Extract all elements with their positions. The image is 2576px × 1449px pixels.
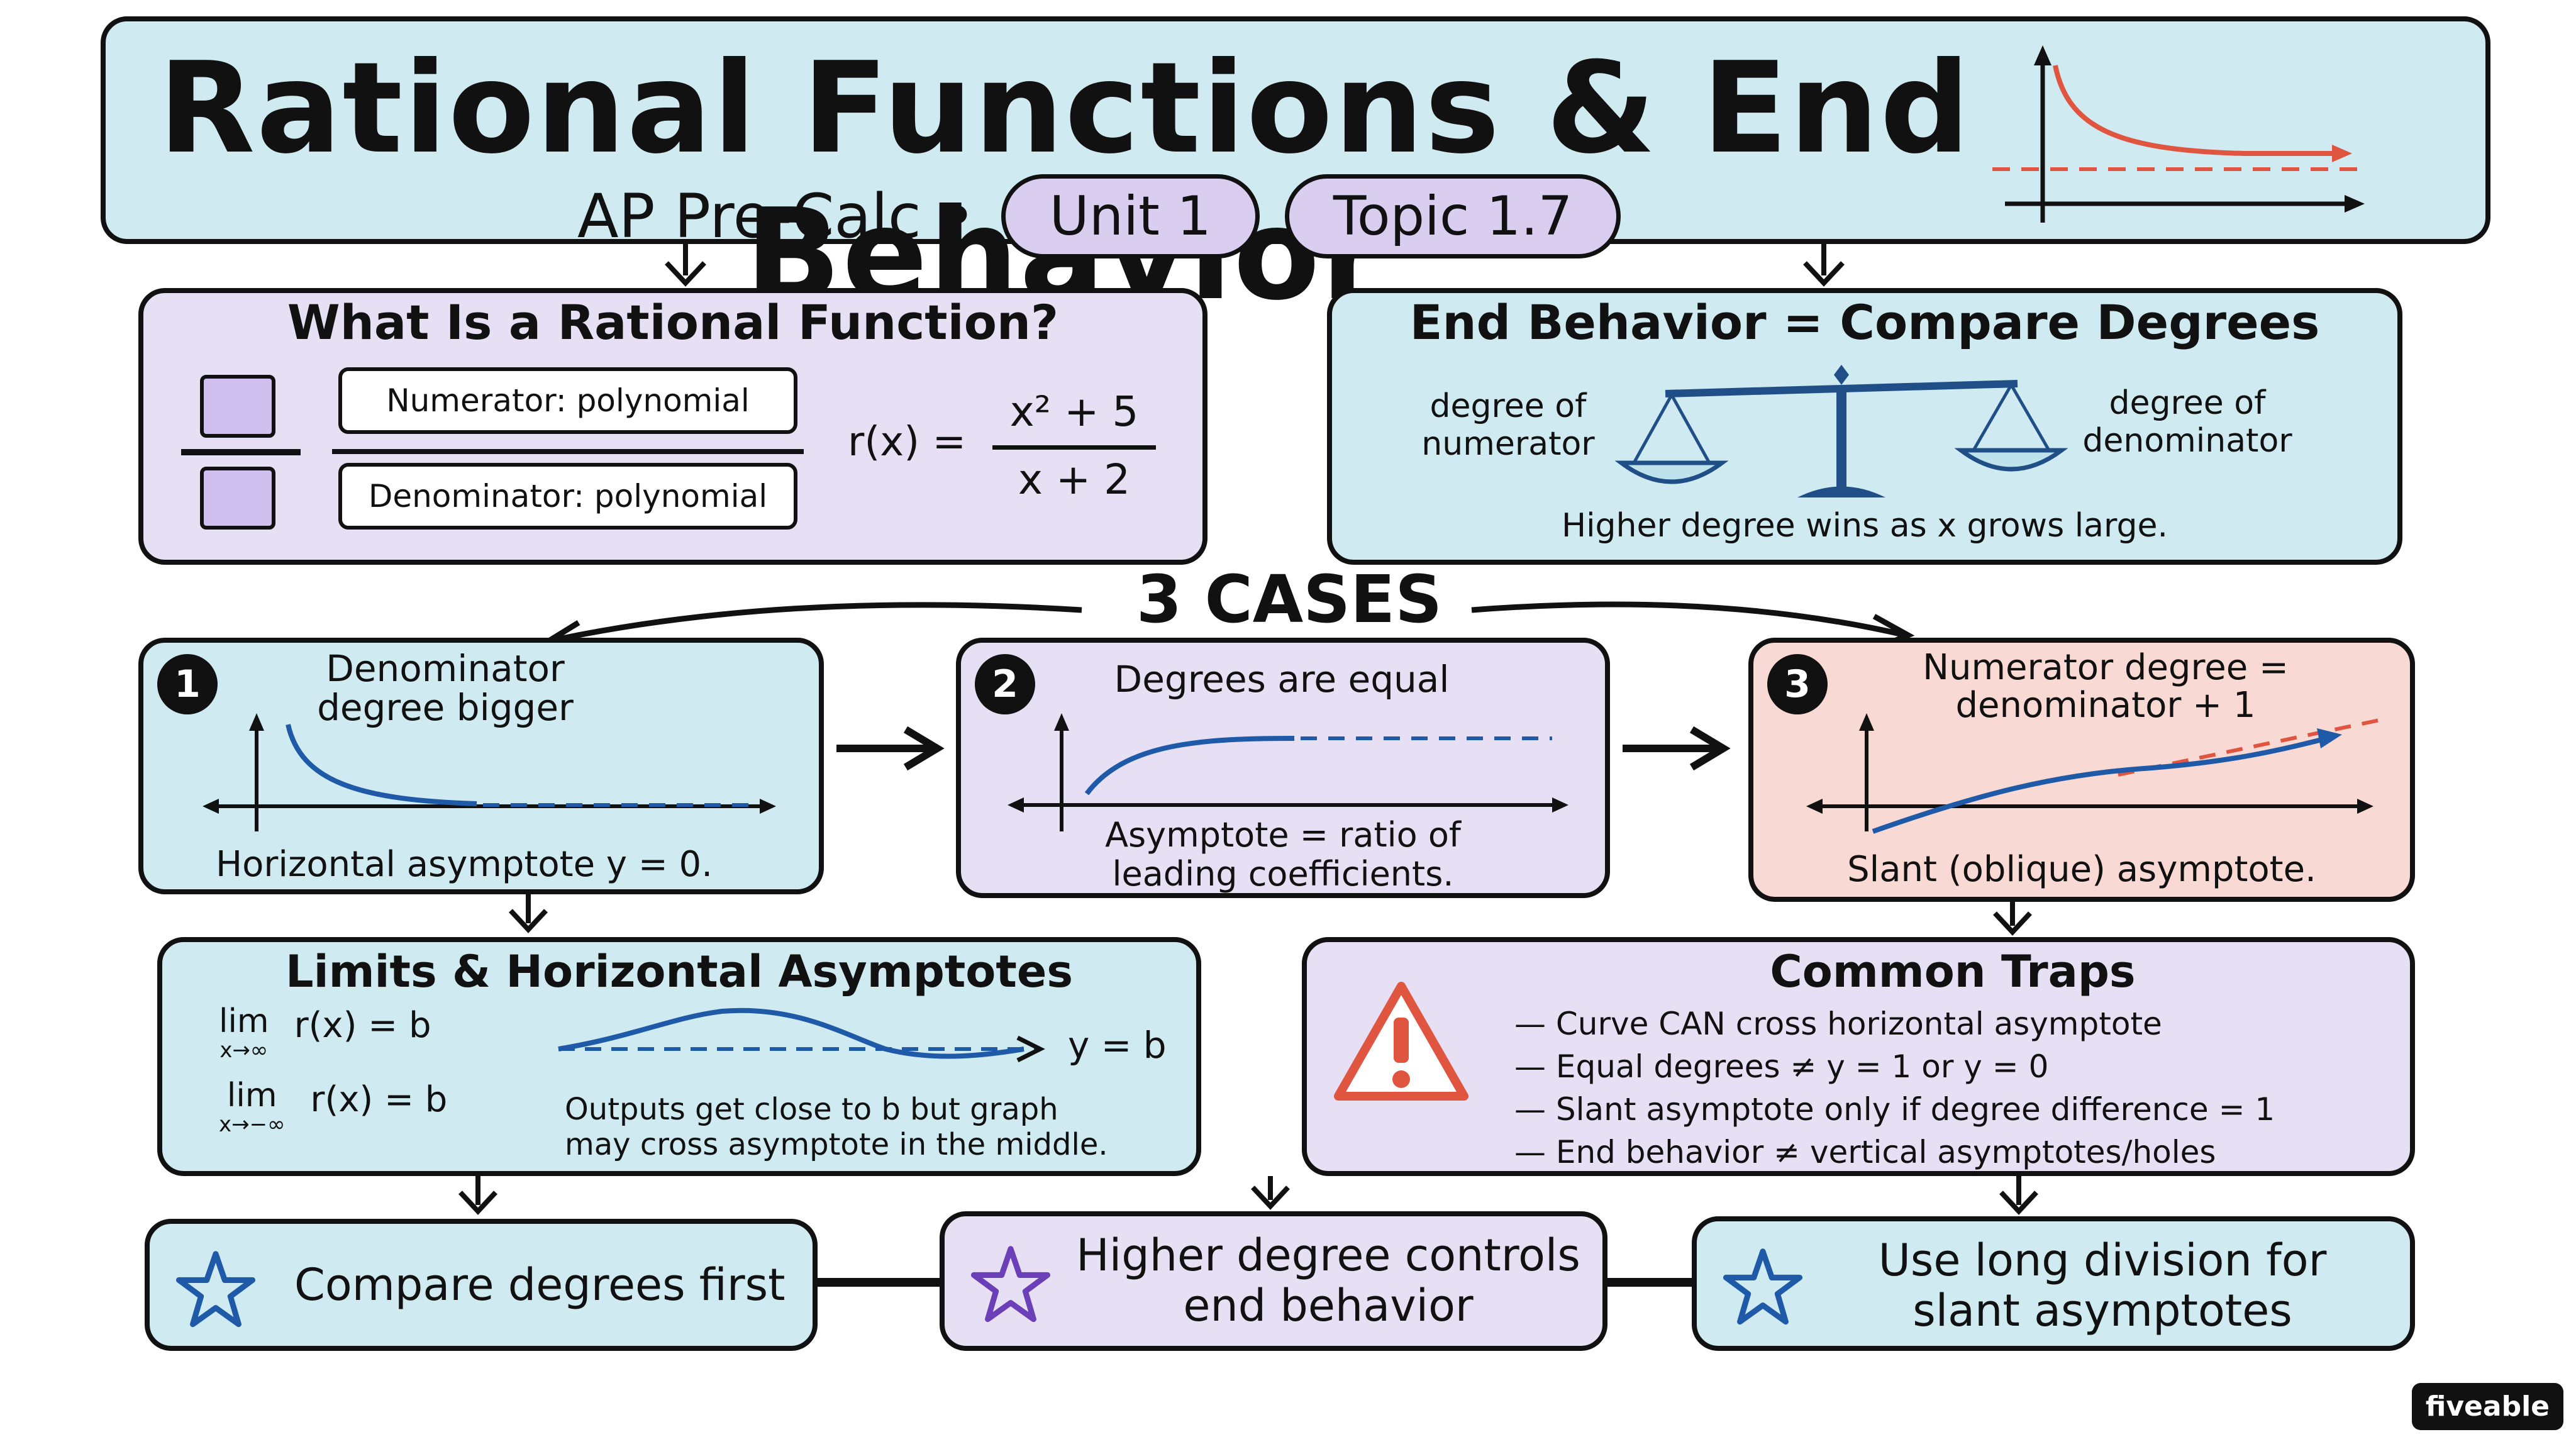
arrow-limits-down bbox=[458, 1176, 497, 1215]
limits-caption: Outputs get close to b but graph may cro… bbox=[565, 1092, 1108, 1162]
arrow-case1-to-case2 bbox=[836, 726, 945, 771]
what-is-title: What Is a Rational Function? bbox=[287, 294, 1059, 350]
limits-title: Limits & Horizontal Asymptotes bbox=[285, 946, 1074, 997]
header-graph-icon bbox=[1992, 45, 2365, 223]
case-2-box: 2 Degrees are equal Asymptote = ratio of… bbox=[956, 638, 1610, 898]
case-3-title: Numerator degree = denominator + 1 bbox=[1841, 649, 2370, 724]
traps-box: Common Traps — Curve CAN cross horizonta… bbox=[1302, 937, 2415, 1176]
numerator-square-icon bbox=[200, 375, 275, 438]
trap-item: — Equal degrees ≠ y = 1 or y = 0 bbox=[1514, 1048, 2049, 1085]
limit-neg-expr: r(x) = b bbox=[310, 1079, 448, 1120]
case-1-graph bbox=[203, 713, 776, 831]
case-1-badge: 1 bbox=[157, 654, 218, 714]
topic-pill: Topic 1.7 bbox=[1284, 174, 1621, 258]
right-pan-label-line2: denominator bbox=[2082, 422, 2292, 460]
course-subtitle: AP Pre-Calc • Unit 1 Topic 1.7 bbox=[577, 172, 1621, 260]
limits-box: Limits & Horizontal Asymptotes lim x→∞ r… bbox=[157, 937, 1201, 1176]
case-2-title-line1: Degrees are equal bbox=[1114, 658, 1450, 701]
summary-division-line2: slant asymptotes bbox=[1913, 1285, 2292, 1336]
traps-title: Common Traps bbox=[1770, 946, 2136, 997]
star-icon bbox=[970, 1246, 1051, 1323]
label-divider bbox=[332, 449, 804, 454]
limit-pos-expr: r(x) = b bbox=[294, 1005, 431, 1046]
case-3-title-line2: denominator + 1 bbox=[1955, 685, 2256, 726]
limits-y-label: y = b bbox=[1068, 1024, 1167, 1067]
fraction-bar-icon bbox=[181, 449, 301, 455]
function-lhs: r(x) = bbox=[848, 419, 967, 465]
summary-higher-text: Higher degree controls end behavior bbox=[1058, 1230, 1599, 1331]
numerator-label-box: Numerator: polynomial bbox=[338, 367, 797, 434]
summary-division-line1: Use long division for bbox=[1878, 1235, 2327, 1286]
fraction-denominator: x + 2 bbox=[1018, 455, 1131, 504]
denominator-square-icon bbox=[200, 467, 275, 530]
arrow-case1-down bbox=[509, 894, 548, 933]
summary-higher-line2: end behavior bbox=[1183, 1280, 1474, 1331]
traps-list: — Curve CAN cross horizontal asymptote —… bbox=[1514, 1002, 2275, 1174]
case-1-title: Denominator degree bigger bbox=[206, 649, 684, 727]
case-2-badge: 2 bbox=[975, 654, 1035, 714]
end-behavior-caption: Higher degree wins as x grows large. bbox=[1561, 507, 2168, 545]
limit-neg: lim x→−∞ r(x) = b bbox=[219, 1079, 447, 1137]
case-1-title-line1: Denominator bbox=[326, 647, 565, 690]
case-3-title-line1: Numerator degree = bbox=[1923, 647, 2289, 688]
arrow-header-right bbox=[1803, 244, 1845, 287]
arrow-case2-to-case3 bbox=[1623, 726, 1731, 771]
trap-item: — Curve CAN cross horizontal asymptote bbox=[1514, 1006, 2162, 1042]
case-2-caption-line2: leading coefficients. bbox=[1112, 854, 1454, 894]
case-2-title: Degrees are equal bbox=[1043, 658, 1521, 701]
summary-compare-text: Compare degrees first bbox=[294, 1259, 786, 1311]
arrow-center-down bbox=[1251, 1176, 1290, 1210]
case-1-box: 1 Denominator degree bigger Horizontal a… bbox=[138, 638, 824, 894]
case-3-graph bbox=[1806, 713, 2389, 834]
summary-connector-right bbox=[1607, 1278, 1692, 1287]
warning-icon bbox=[1334, 982, 1468, 1101]
fraction-bar bbox=[992, 445, 1156, 450]
brand-logo: fiveable bbox=[2411, 1383, 2563, 1430]
case-2-caption-line1: Asymptote = ratio of bbox=[1105, 815, 1461, 855]
case-1-caption: Horizontal asymptote y = 0. bbox=[216, 844, 713, 885]
trap-item: — Slant asymptote only if degree differe… bbox=[1514, 1091, 2275, 1128]
limit-pos: lim x→∞ r(x) = b bbox=[219, 1005, 431, 1063]
arrow-case3-down bbox=[1993, 902, 2032, 936]
cases-heading: 3 CASES bbox=[1136, 561, 1443, 638]
case-2-caption: Asymptote = ratio of leading coefficient… bbox=[961, 816, 1605, 894]
star-icon bbox=[1723, 1248, 1803, 1325]
limit-pos-lim: lim bbox=[219, 1002, 269, 1040]
limits-caption-line1: Outputs get close to b but graph bbox=[565, 1092, 1058, 1127]
summary-division-text: Use long division for slant asymptotes bbox=[1810, 1235, 2395, 1336]
summary-higher-degree: Higher degree controls end behavior bbox=[940, 1211, 1607, 1351]
limits-caption-line2: may cross asymptote in the middle. bbox=[565, 1127, 1108, 1162]
fraction-numerator: x² + 5 bbox=[1009, 387, 1139, 436]
left-pan-label-line1: degree of bbox=[1430, 387, 1587, 425]
what-is-box: What Is a Rational Function? Numerator: … bbox=[138, 288, 1208, 565]
case-1-title-line2: degree bigger bbox=[317, 686, 574, 729]
end-behavior-title: End Behavior = Compare Degrees bbox=[1409, 294, 2320, 350]
denominator-label-box: Denominator: polynomial bbox=[338, 463, 797, 530]
star-icon bbox=[175, 1251, 256, 1328]
header-banner: Rational Functions & End Behavior AP Pre… bbox=[101, 16, 2490, 328]
arrow-header-left bbox=[665, 244, 706, 287]
case-3-caption: Slant (oblique) asymptote. bbox=[1847, 849, 2316, 890]
limits-graph bbox=[558, 1008, 1045, 1063]
balance-scale-icon bbox=[1614, 365, 2068, 497]
end-behavior-box: End Behavior = Compare Degrees degree of… bbox=[1327, 288, 2402, 565]
course-label: AP Pre-Calc • bbox=[577, 181, 976, 252]
trap-item: — End behavior ≠ vertical asymptotes/hol… bbox=[1514, 1134, 2216, 1170]
left-pan-label: degree of numerator bbox=[1414, 387, 1602, 463]
limit-neg-lim: lim bbox=[226, 1077, 277, 1114]
limit-neg-sub: x→−∞ bbox=[219, 1112, 286, 1137]
summary-long-division: Use long division for slant asymptotes bbox=[1692, 1216, 2415, 1351]
summary-connector-left bbox=[818, 1278, 940, 1287]
limit-pos-sub: x→∞ bbox=[219, 1038, 269, 1063]
right-pan-label: degree of denominator bbox=[2062, 384, 2313, 460]
arrow-traps-down bbox=[1999, 1176, 2038, 1215]
left-pan-label-line2: numerator bbox=[1421, 425, 1595, 463]
right-pan-label-line1: degree of bbox=[2109, 384, 2266, 422]
summary-compare-degrees: Compare degrees first bbox=[145, 1219, 818, 1351]
unit-pill: Unit 1 bbox=[1001, 174, 1260, 258]
summary-higher-line1: Higher degree controls bbox=[1076, 1230, 1580, 1281]
case-3-box: 3 Numerator degree = denominator + 1 Sla… bbox=[1748, 638, 2415, 902]
case-3-badge: 3 bbox=[1767, 654, 1828, 714]
case-2-graph bbox=[1008, 713, 1568, 831]
